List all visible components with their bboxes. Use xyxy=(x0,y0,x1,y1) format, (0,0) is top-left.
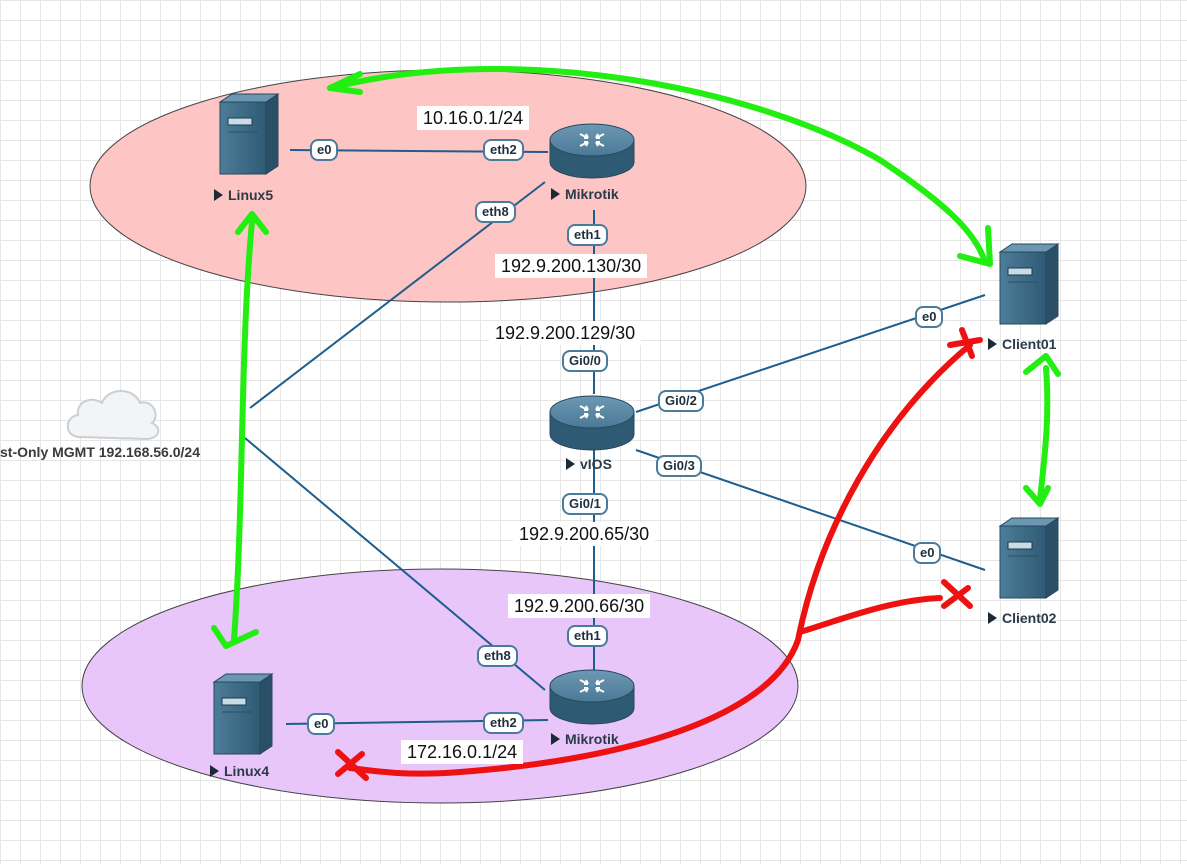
green-arrowhead-linux4 xyxy=(211,625,259,649)
node-label-mikrotik-top[interactable]: Mikrotik xyxy=(551,186,619,202)
green-arrowhead-linux5-top xyxy=(235,211,269,235)
green-arrow-linux5-linux4 xyxy=(231,219,255,643)
node-label-linux5[interactable]: Linux5 xyxy=(214,187,273,203)
cloud-icon[interactable] xyxy=(66,390,160,441)
ip-label-mikrotik-bottom-eth1: 192.9.200.66/30 xyxy=(508,594,651,618)
server-icon-linux5[interactable] xyxy=(219,93,279,175)
port-label-vios-gi03: Gi0/3 xyxy=(656,455,702,477)
server-icon-linux4[interactable] xyxy=(213,673,273,755)
green-arrow-client01-client02 xyxy=(1037,365,1051,503)
red-path-client01-linux4 xyxy=(347,342,973,777)
router-icon-mikrotik-top[interactable] xyxy=(549,123,635,179)
play-icon[interactable] xyxy=(988,338,997,350)
port-label-vios-gi00: Gi0/0 xyxy=(562,350,608,372)
play-icon[interactable] xyxy=(214,189,223,201)
ip-label-lan-bottom: 172.16.0.1/24 xyxy=(401,740,524,764)
port-label-mikrotik-bottom-eth8: eth8 xyxy=(477,645,518,667)
port-label-mikrotik-top-eth8: eth8 xyxy=(475,201,516,223)
port-label-mikrotik-bottom-eth2: eth2 xyxy=(483,712,524,734)
port-label-mikrotik-top-eth1: eth1 xyxy=(567,224,608,246)
zone-bottom-ellipse xyxy=(81,568,799,804)
red-annotations xyxy=(335,327,983,781)
green-arrow-linux5-client01 xyxy=(327,66,988,265)
green-arrowhead-client01-bottom xyxy=(1023,353,1061,377)
port-label-vios-gi01: Gi0/1 xyxy=(562,493,608,515)
ip-label-mikrotik-top-eth1: 192.9.200.130/30 xyxy=(495,254,648,278)
play-icon[interactable] xyxy=(551,188,560,200)
cloud-label: st-Only MGMT 192.168.56.0/24 xyxy=(0,444,200,460)
port-label-vios-gi02: Gi0/2 xyxy=(658,390,704,412)
play-icon[interactable] xyxy=(566,458,575,470)
port-label-client01-e0: e0 xyxy=(915,306,944,328)
ip-label-lan-top: 10.16.0.1/24 xyxy=(417,106,530,130)
red-x-client02 xyxy=(941,579,973,609)
ip-label-vios-gi00: 192.9.200.129/30 xyxy=(489,321,642,345)
play-icon[interactable] xyxy=(988,612,997,624)
port-label-linux4-e0: e0 xyxy=(307,713,336,735)
node-label-mikrotik-bottom[interactable]: Mikrotik xyxy=(551,731,619,747)
red-x-client01 xyxy=(947,327,983,359)
green-arrowhead-linux5 xyxy=(327,71,363,95)
zone-top-ellipse xyxy=(89,69,807,303)
play-icon[interactable] xyxy=(210,765,219,777)
port-label-linux5-e0: e0 xyxy=(310,139,339,161)
green-arrowhead-client02 xyxy=(1023,485,1051,507)
red-path-client02-branch xyxy=(797,595,943,635)
node-label-client01[interactable]: Client01 xyxy=(988,336,1056,352)
green-arrowhead-client01 xyxy=(957,225,993,267)
green-annotations xyxy=(211,66,1061,649)
server-icon-client01[interactable] xyxy=(999,243,1059,325)
node-label-vios[interactable]: vIOS xyxy=(566,456,612,472)
router-icon-mikrotik-bottom[interactable] xyxy=(549,669,635,725)
node-label-client02[interactable]: Client02 xyxy=(988,610,1056,626)
port-label-mikrotik-bottom-eth1: eth1 xyxy=(567,625,608,647)
ip-label-vios-gi01: 192.9.200.65/30 xyxy=(513,522,656,546)
port-label-client02-e0: e0 xyxy=(913,542,942,564)
router-icon-vios[interactable] xyxy=(549,395,635,451)
server-icon-client02[interactable] xyxy=(999,517,1059,599)
port-label-mikrotik-top-eth2: eth2 xyxy=(483,139,524,161)
node-label-linux4[interactable]: Linux4 xyxy=(210,763,269,779)
red-x-linux4 xyxy=(335,749,369,781)
play-icon[interactable] xyxy=(551,733,560,745)
